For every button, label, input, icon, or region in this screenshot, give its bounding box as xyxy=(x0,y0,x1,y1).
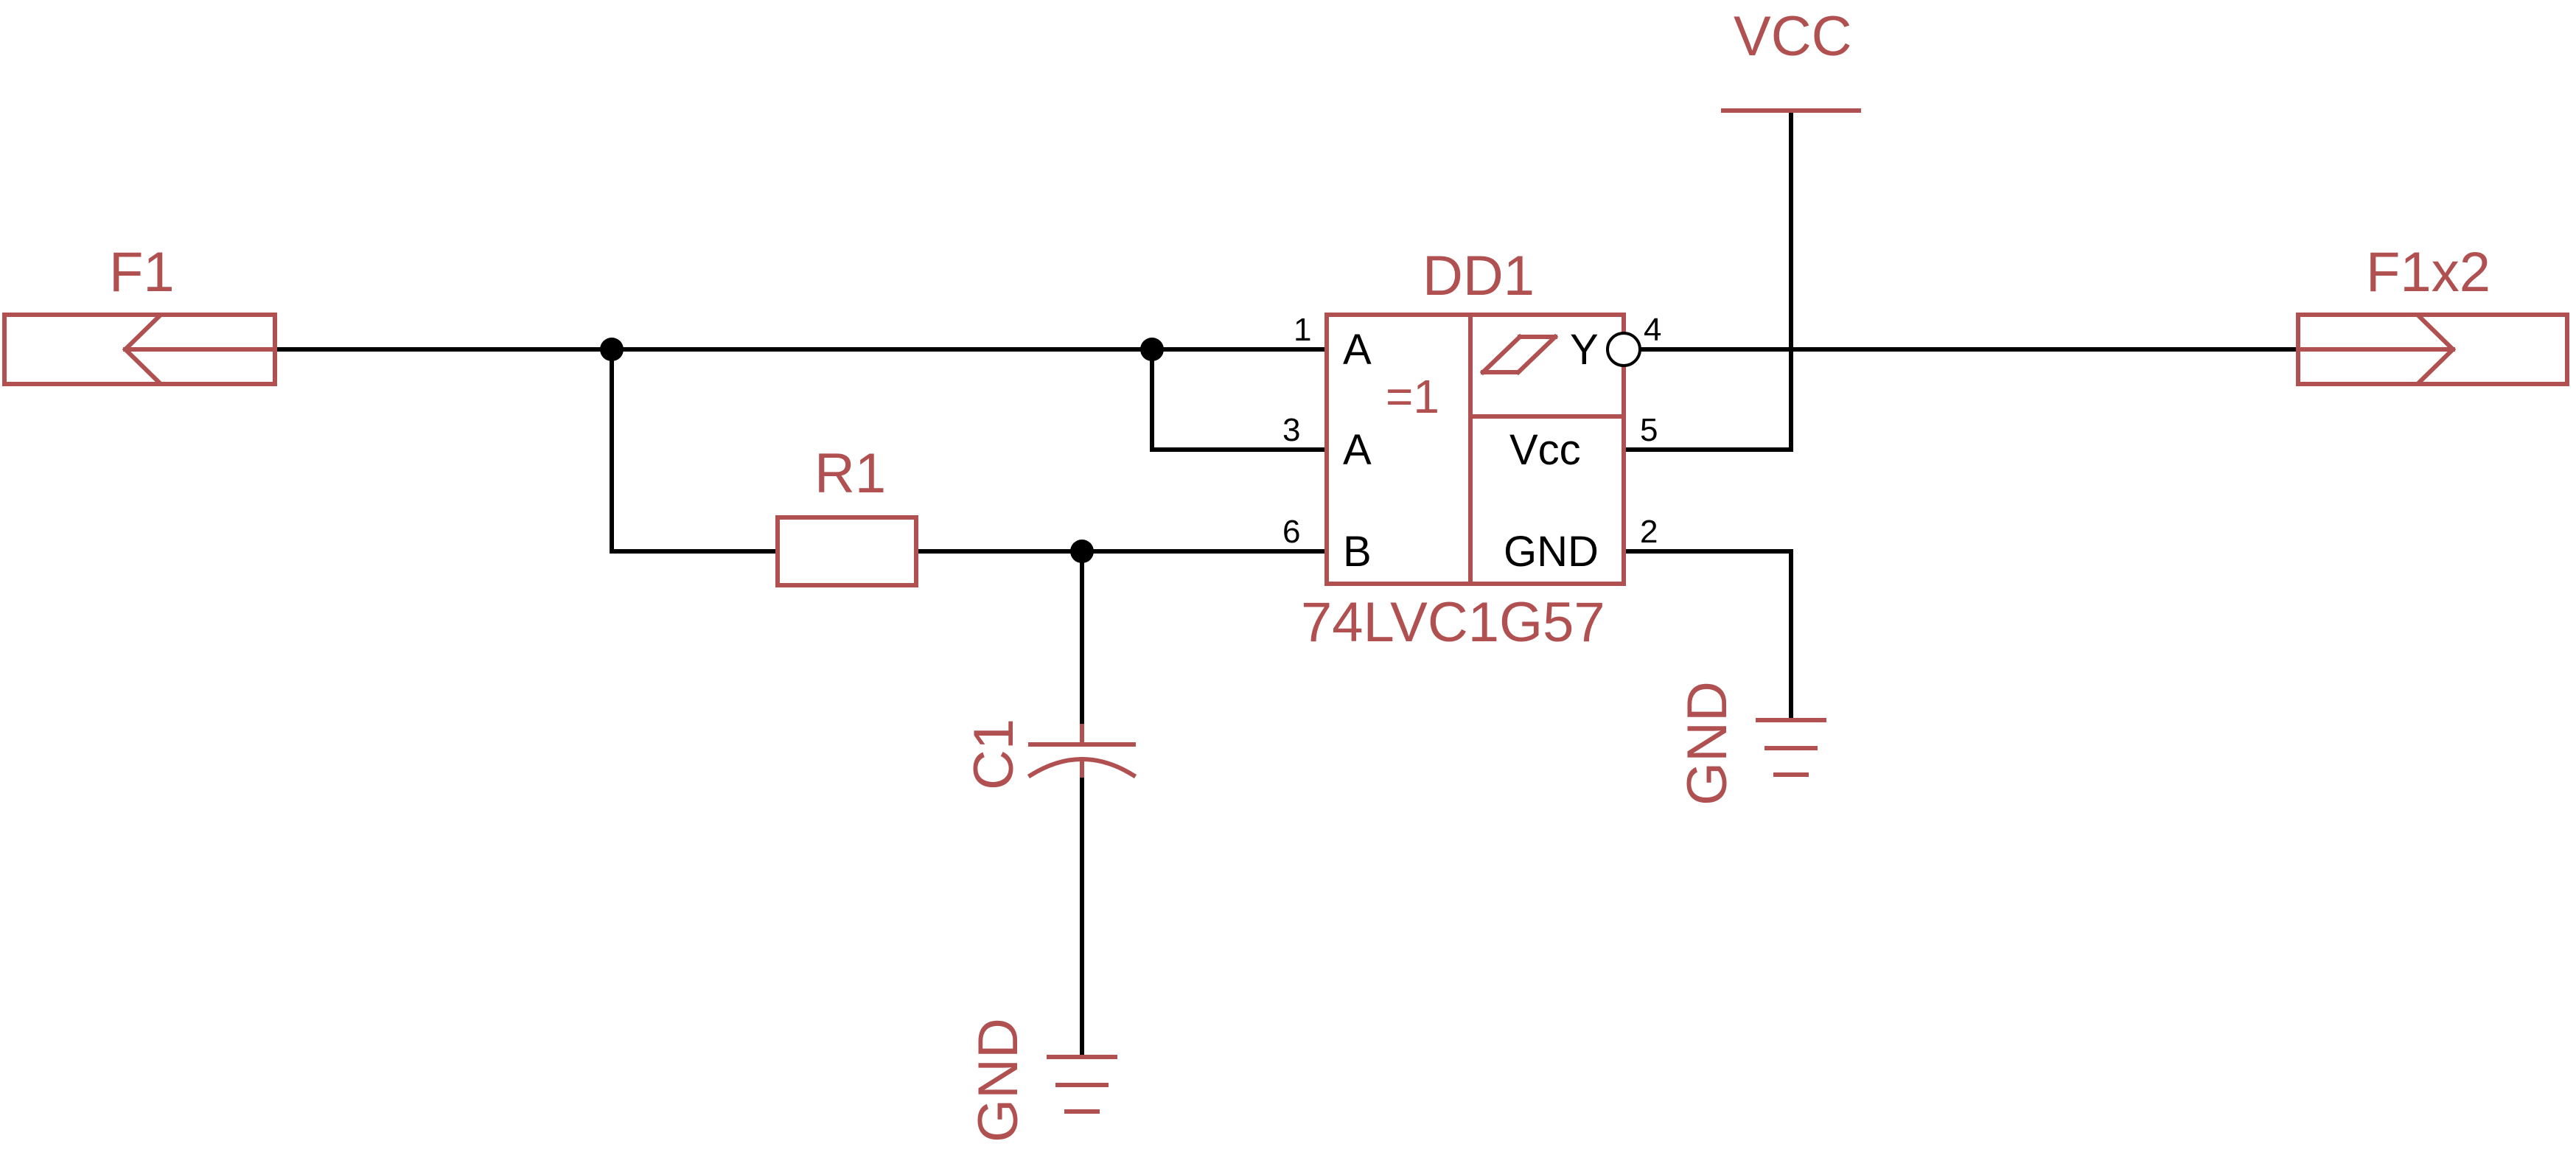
input-port-f1: F1 xyxy=(2,241,277,386)
pin-name-2: GND xyxy=(1504,528,1599,576)
gnd-symbol-c1: GND xyxy=(967,1018,1117,1142)
wire-pin3-tie xyxy=(1150,347,1329,452)
vcc-supply: VCC xyxy=(1721,5,1861,113)
resistor-refdes: R1 xyxy=(814,442,886,505)
pin-number-3: 3 xyxy=(1282,412,1300,448)
wire-vcc xyxy=(1622,108,1793,452)
schmitt-trigger-icon xyxy=(1479,333,1559,376)
capacitor-refdes: C1 xyxy=(963,719,1025,790)
ic-refdes: DD1 xyxy=(1423,245,1535,307)
ic-function: =1 xyxy=(1386,370,1439,423)
port-label-input: F1 xyxy=(109,241,175,304)
vcc-label: VCC xyxy=(1734,5,1851,68)
junction-dot xyxy=(600,338,624,361)
pin-number-1: 1 xyxy=(1294,312,1311,348)
gnd-symbol-ic: GND xyxy=(1676,681,1826,806)
junctions xyxy=(600,338,1164,563)
inverter-bubble-icon xyxy=(1606,332,1641,367)
pin-name-6: B xyxy=(1343,528,1372,576)
resistor-r1: R1 xyxy=(775,442,918,587)
pin-number-5: 5 xyxy=(1640,412,1658,448)
pin-number-6: 6 xyxy=(1282,514,1300,550)
ic-body xyxy=(1324,313,1626,586)
gnd-label: GND xyxy=(967,1018,1030,1142)
pin-name-1: A xyxy=(1343,326,1372,374)
wire-r1-branch xyxy=(610,347,780,554)
capacitor-c1: C1 xyxy=(963,719,1137,790)
junction-dot xyxy=(1140,338,1164,361)
gnd-label: GND xyxy=(1676,681,1739,806)
port-label-output: F1x2 xyxy=(2366,241,2491,304)
resistor-body xyxy=(775,515,918,587)
pin-name-5: Vcc xyxy=(1509,426,1581,474)
wire-ic-gnd xyxy=(1622,549,1793,722)
pin-number-4: 4 xyxy=(1644,312,1661,348)
output-port-f1x2: F1x2 xyxy=(2296,241,2569,386)
junction-dot xyxy=(1070,540,1094,563)
ic-part-number: 74LVC1G57 xyxy=(1301,591,1605,654)
wires xyxy=(273,108,2300,1059)
pin-name-3: A xyxy=(1343,426,1372,474)
ic-dd1: DD1 74LVC1G57 =1 A A B Y Vcc GND 1 3 6 4… xyxy=(1282,245,1661,654)
pin-name-4: Y xyxy=(1570,326,1599,374)
pin-number-2: 2 xyxy=(1640,514,1658,550)
